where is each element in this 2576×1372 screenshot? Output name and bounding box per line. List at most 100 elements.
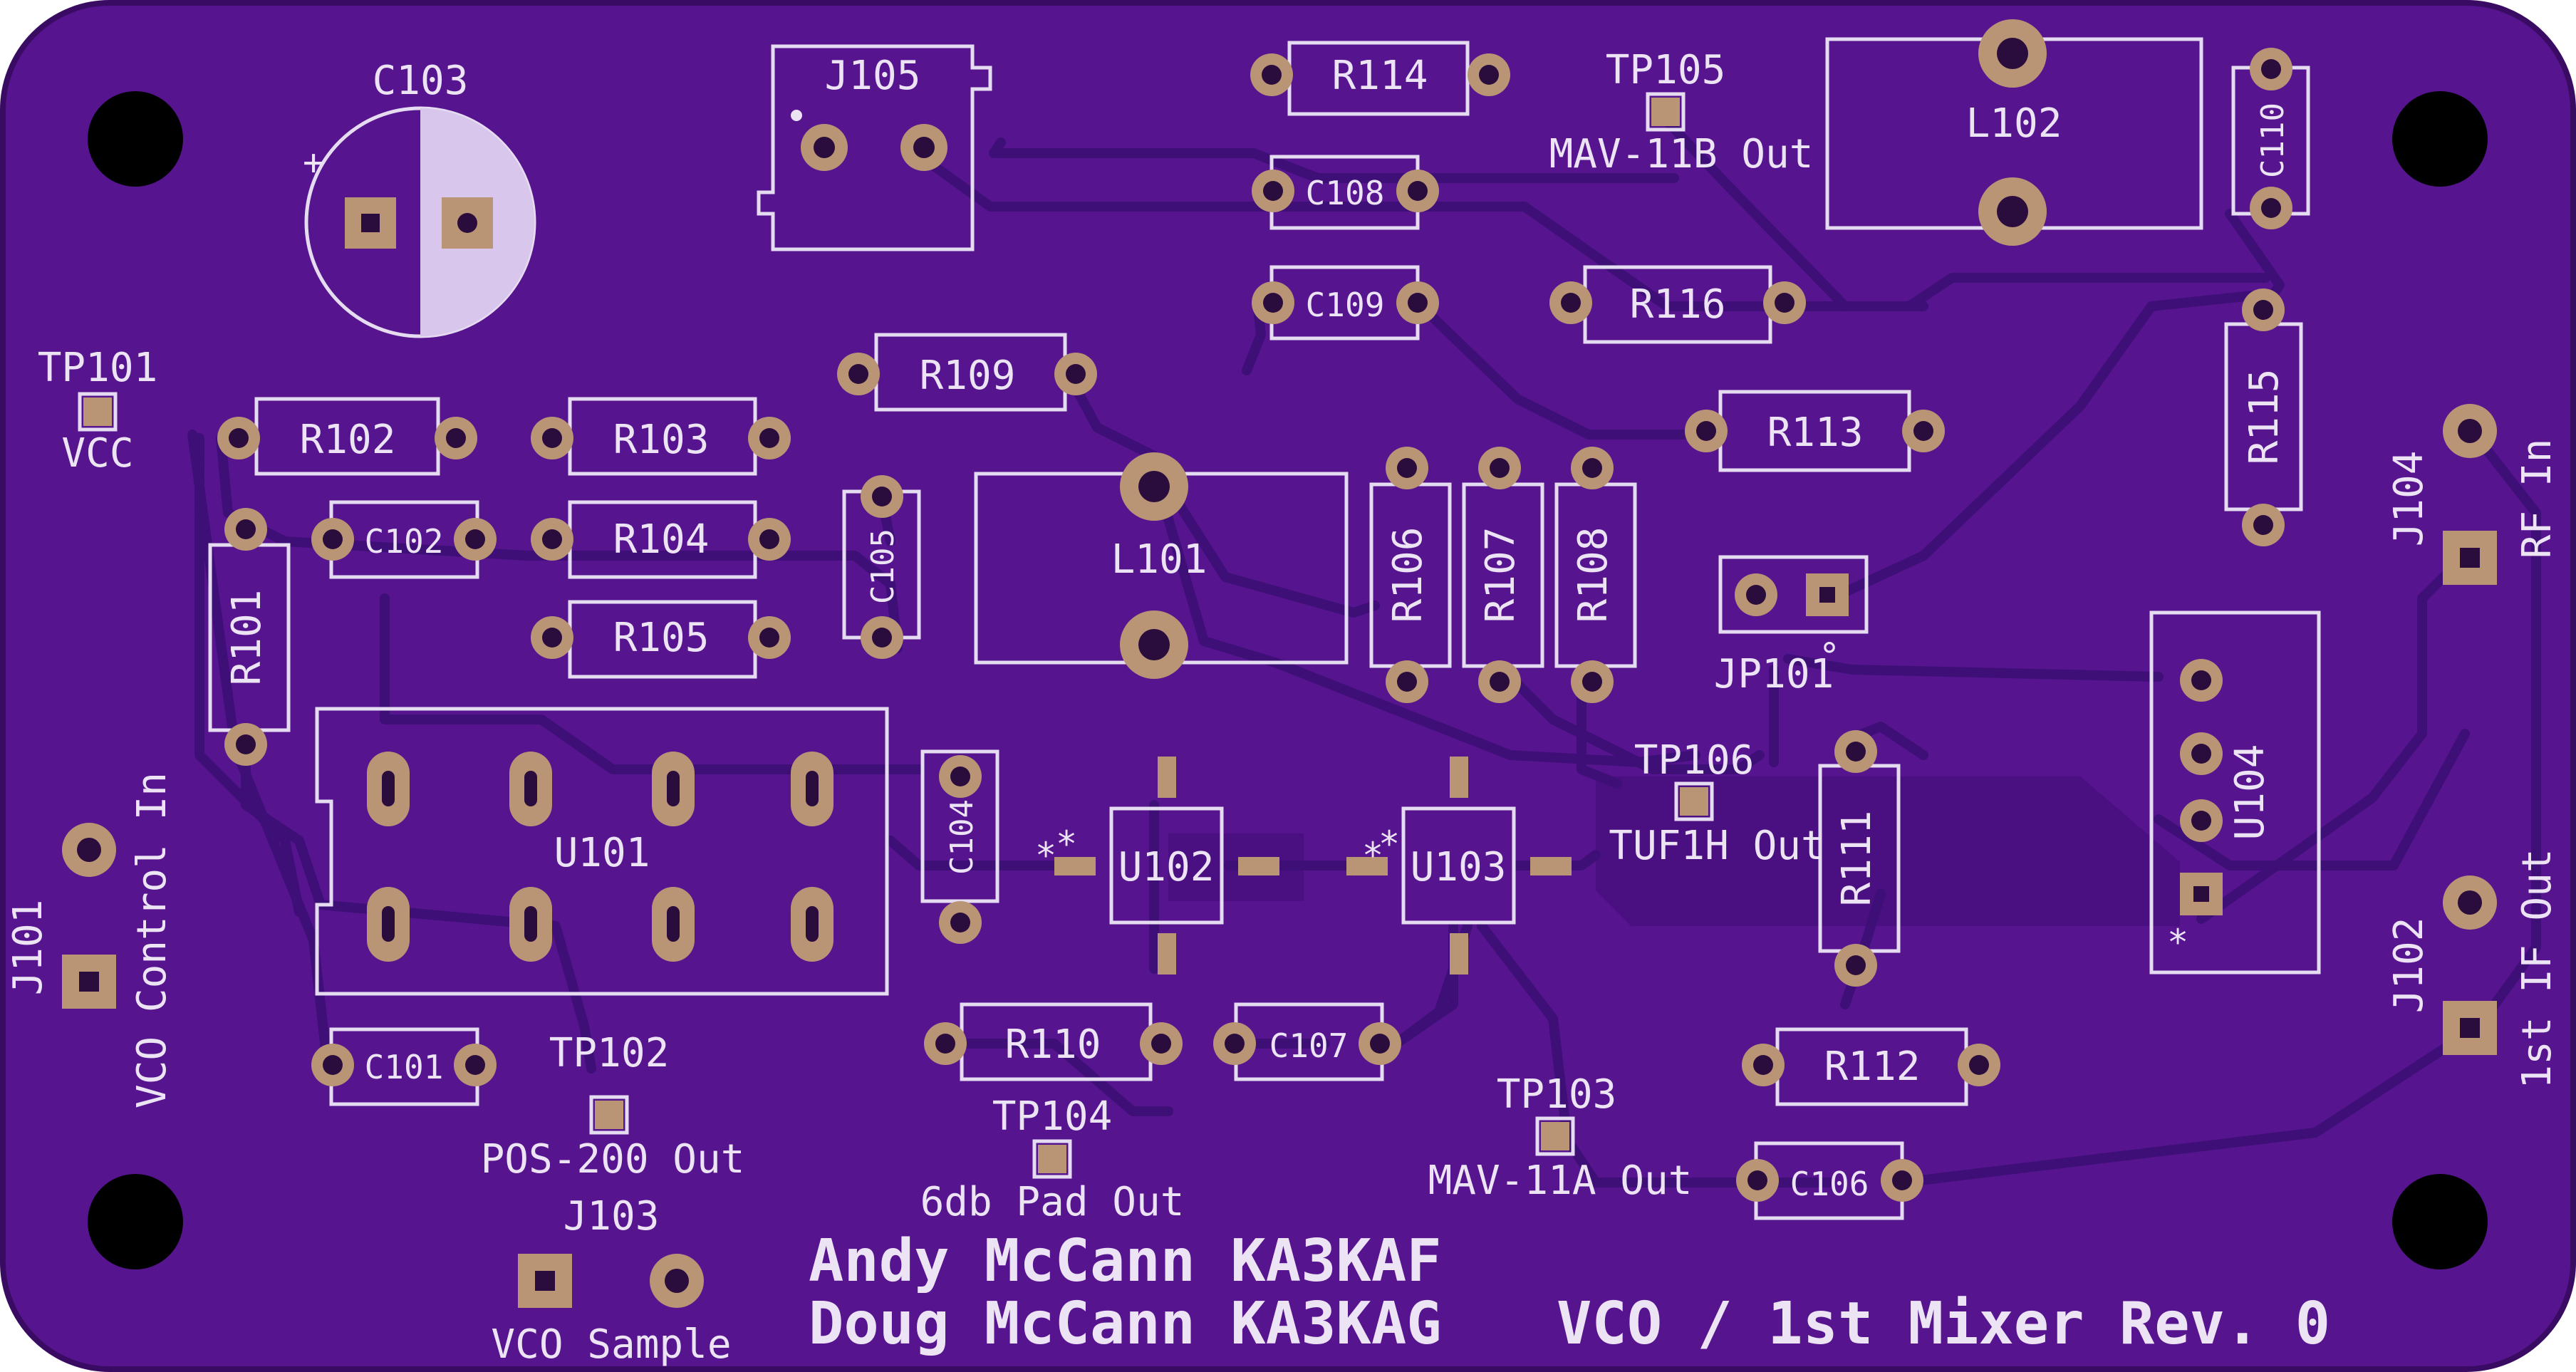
label-r115: R115 xyxy=(2241,369,2287,465)
jp101-pads xyxy=(1735,573,1849,616)
board-title: VCO / 1st Mixer Rev. 0 xyxy=(1557,1290,2330,1358)
c108-pads xyxy=(1252,170,1439,212)
l101-pads xyxy=(1120,452,1188,679)
label-tp103: TP103 xyxy=(1497,1071,1617,1118)
c106-pads xyxy=(1736,1159,1923,1202)
r110-pads xyxy=(924,1022,1183,1065)
label-pos200-out: POS-200 Out xyxy=(481,1136,745,1183)
mounting-holes xyxy=(88,91,2488,1269)
u103-star-2: * xyxy=(1378,823,1400,865)
r116-pads xyxy=(1549,281,1806,324)
c109-pads xyxy=(1252,281,1439,324)
label-r103: R103 xyxy=(613,417,710,463)
label-c104: C104 xyxy=(944,799,980,875)
label-tp101: TP101 xyxy=(38,345,158,391)
label-6db-pad-out: 6db Pad Out xyxy=(920,1179,1185,1225)
j103-pads xyxy=(518,1254,704,1308)
tp106-outline xyxy=(1674,781,1714,821)
r114-outline xyxy=(1287,41,1470,116)
r106-pads xyxy=(1386,447,1428,703)
label-vco-sample: VCO Sample xyxy=(491,1321,731,1368)
label-r110: R110 xyxy=(1005,1022,1101,1068)
credit-line-1: Andy McCann KA3KAF xyxy=(809,1227,1442,1295)
j102-pads xyxy=(2443,875,2497,1055)
c104-pads xyxy=(939,755,982,944)
label-u103: U103 xyxy=(1411,844,1507,890)
tp106-pad xyxy=(1680,787,1708,816)
label-c110: C110 xyxy=(2255,103,2291,178)
label-r104: R104 xyxy=(613,516,710,563)
u103-outline xyxy=(1401,806,1516,925)
r109-pads xyxy=(837,353,1097,395)
j105-pads xyxy=(791,110,947,171)
c110-pads xyxy=(2250,48,2292,229)
pads xyxy=(62,19,2497,1308)
label-j101: J101 xyxy=(5,900,51,996)
label-r105: R105 xyxy=(613,615,710,661)
u104-outline xyxy=(2149,610,2321,975)
label-r112: R112 xyxy=(1824,1044,1921,1090)
mounting-hole-top-left xyxy=(88,91,183,187)
label-tp104: TP104 xyxy=(992,1093,1113,1140)
jp101-outline xyxy=(1718,555,1869,634)
tp105-pad xyxy=(1651,98,1680,126)
label-r107: R107 xyxy=(1477,527,1524,623)
copper-traces xyxy=(187,116,2541,1187)
r102-pads xyxy=(217,417,477,459)
label-r101: R101 xyxy=(224,590,270,686)
r104-pads xyxy=(531,518,791,561)
label-r116: R116 xyxy=(1630,281,1726,328)
label-mav11b-out: MAV-11B Out xyxy=(1549,131,1814,177)
c107-pads xyxy=(1213,1022,1401,1065)
label-c105: C105 xyxy=(865,529,901,604)
silkscreen-text: C103 + J105 R114 TP105 MAV-11B Out L102 … xyxy=(5,47,2560,1368)
j105-outline xyxy=(757,44,992,251)
u104-pin1-mark: * xyxy=(2167,922,2188,963)
u102-star-1: * xyxy=(1035,835,1056,876)
label-r102: R102 xyxy=(300,417,396,463)
r111-pads xyxy=(1834,730,1877,987)
label-j103: J103 xyxy=(564,1193,660,1240)
c103-pads xyxy=(345,197,493,249)
label-vcc: VCC xyxy=(61,430,133,477)
u102-star-2: * xyxy=(1056,823,1077,865)
c101-pads xyxy=(311,1044,497,1086)
mounting-hole-bottom-right xyxy=(2392,1174,2488,1269)
tp102-pad xyxy=(595,1101,623,1129)
label-l101: L101 xyxy=(1111,536,1208,583)
tp105-outline xyxy=(1646,92,1686,132)
label-1st-if-out: 1st IF Out xyxy=(2514,848,2560,1088)
label-tp102: TP102 xyxy=(549,1030,670,1076)
mounting-hole-top-right xyxy=(2392,91,2488,187)
u103-star-1: * xyxy=(1362,835,1383,876)
j101-pads xyxy=(62,823,116,1009)
label-j105: J105 xyxy=(825,53,921,99)
jp101-degree-mark: ° xyxy=(1819,635,1840,677)
label-r111: R111 xyxy=(1834,811,1880,907)
label-l102: L102 xyxy=(1966,100,2062,147)
label-c103: C103 xyxy=(373,58,469,104)
label-c108: C108 xyxy=(1306,174,1385,212)
tp104-outline xyxy=(1032,1139,1072,1179)
label-c109: C109 xyxy=(1306,286,1385,324)
c105-pads xyxy=(861,475,903,659)
r101-pads xyxy=(224,508,267,766)
l102-pads xyxy=(1978,19,2047,246)
label-mav11a-out: MAV-11A Out xyxy=(1428,1158,1693,1204)
credit-line-2: Doug McCann KA3KAG xyxy=(809,1290,1442,1358)
c103-plus-mark: + xyxy=(303,142,324,183)
tp101-outline xyxy=(78,392,118,432)
r105-pads xyxy=(531,616,791,659)
u102-pads xyxy=(1054,757,1279,975)
label-tp106: TP106 xyxy=(1634,737,1755,784)
u102-outline xyxy=(1109,806,1224,925)
c102-pads xyxy=(311,518,497,561)
tp104-pad xyxy=(1038,1145,1066,1173)
label-u104: U104 xyxy=(2227,744,2273,841)
r115-pads xyxy=(2242,289,2285,546)
label-u101: U101 xyxy=(554,830,650,876)
label-vco-control-in: VCO Control In xyxy=(129,772,175,1108)
label-tuf1h-out: TUF1H Out xyxy=(1609,823,1824,869)
r107-pads xyxy=(1478,447,1521,703)
